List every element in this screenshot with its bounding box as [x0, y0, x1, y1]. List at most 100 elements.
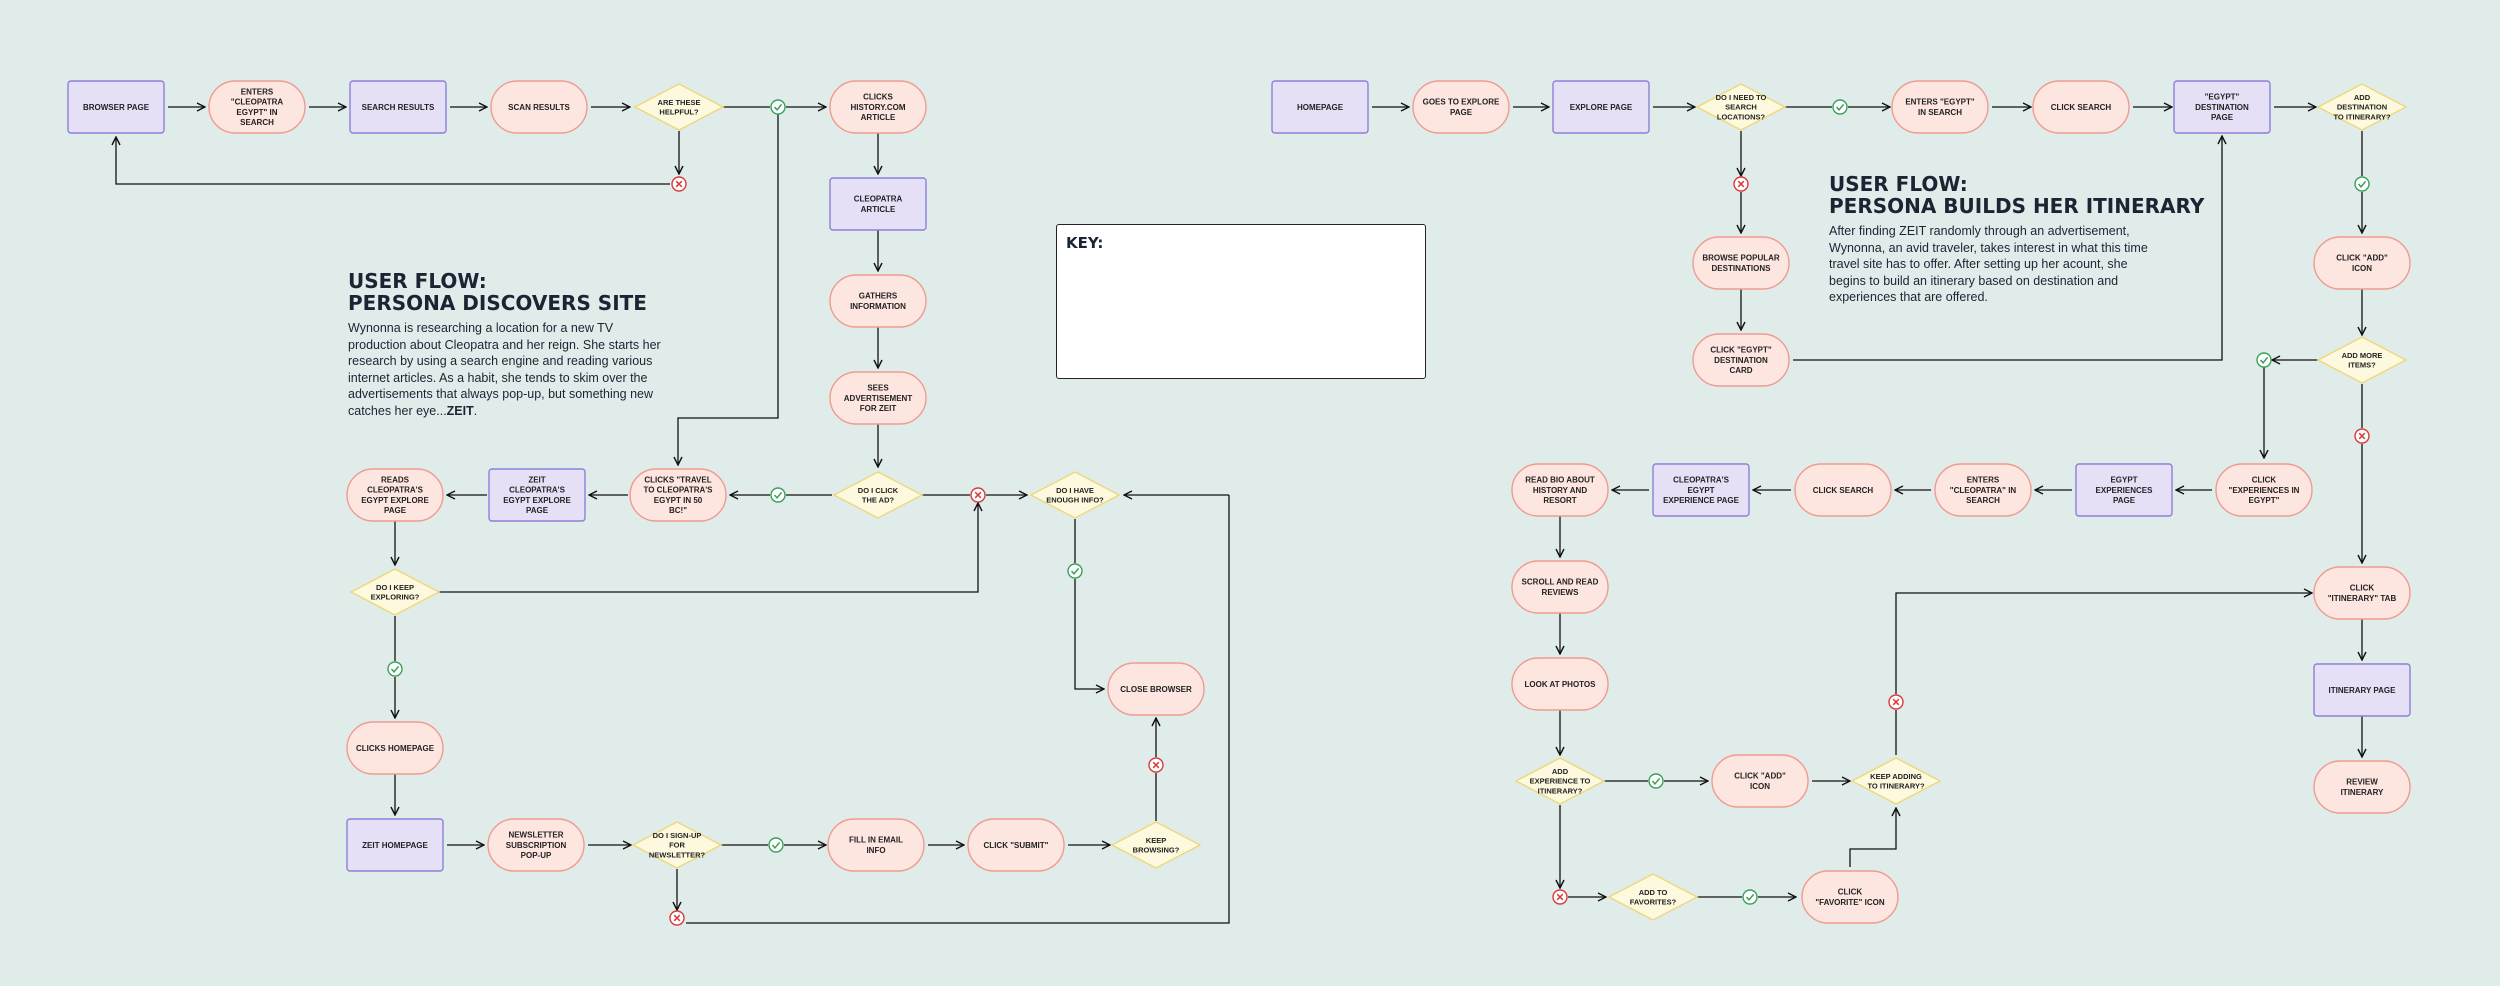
- node-label: CLICKS HOMEPAGE: [356, 744, 435, 753]
- interaction-shape: [346, 721, 444, 775]
- node-label: LOOK AT PHOTOS: [1525, 680, 1597, 689]
- discover-body-text: Wynonna is researching a location for a …: [348, 321, 661, 418]
- page-node-d16: ZEIT HOMEPAGE: [346, 818, 444, 872]
- discover-body-emphasis: ZEIT: [446, 403, 474, 418]
- interaction-shape: [1891, 80, 1989, 134]
- interaction-shape: [1711, 754, 1809, 808]
- decision-shape: [1695, 83, 1787, 131]
- itinerary-title-line-2: PERSONA BUILDS HER ITINERARY: [1829, 194, 2205, 218]
- interaction-shape: [829, 371, 927, 425]
- page-shape: [1271, 80, 1369, 134]
- page-shape: [349, 80, 447, 134]
- interaction-shape: [208, 80, 306, 134]
- yes-check-icon: [1067, 563, 1083, 579]
- connector: [1895, 593, 2312, 694]
- interaction-node-i26: CLICK"ITINERARY" TAB: [2313, 566, 2411, 620]
- key-legend: [1056, 224, 1426, 379]
- yes-check-icon: [768, 837, 784, 853]
- page-shape: [488, 468, 586, 522]
- interaction-shape: [490, 80, 588, 134]
- node-label: CLICK SEARCH: [2051, 103, 2112, 112]
- node-label: ITINERARY PAGE: [2329, 686, 2397, 695]
- node-label: HOMEPAGE: [1297, 103, 1344, 112]
- interaction-shape: [2215, 463, 2313, 517]
- interaction-shape: [829, 80, 927, 134]
- decision-shape: [633, 83, 725, 131]
- page-shape: [829, 177, 927, 231]
- node-label: SCAN RESULTS: [508, 103, 570, 112]
- itinerary-description: After finding ZEIT randomly through an a…: [1829, 224, 2148, 304]
- no-x-icon: [669, 910, 685, 926]
- node-label: ENTERS "EGYPT"IN SEARCH: [1905, 98, 1975, 117]
- interaction-shape: [487, 818, 585, 872]
- page-node-d1: BROWSER PAGE: [67, 80, 165, 134]
- no-x-icon: [1733, 176, 1749, 192]
- decision-shape: [1110, 821, 1202, 869]
- no-x-icon: [1888, 694, 1904, 710]
- yes-check-icon: [770, 487, 786, 503]
- page-shape: [67, 80, 165, 134]
- decision-shape: [349, 568, 441, 616]
- discover-body-end: .: [473, 403, 478, 418]
- node-label: CLOSE BROWSER: [1120, 685, 1192, 694]
- interaction-shape: [1511, 657, 1609, 711]
- interaction-node-i22: CLICK "ADD"ICON: [1711, 754, 1809, 808]
- interaction-shape: [829, 274, 927, 328]
- connector: [1074, 579, 1104, 689]
- interaction-shape: [1511, 560, 1609, 614]
- node-label: SEARCH RESULTS: [362, 103, 435, 112]
- node-label: CLICK"FAVORITE" ICON: [1815, 888, 1884, 907]
- interaction-shape: [2313, 760, 2411, 814]
- node-label: CLICK SEARCH: [1813, 486, 1874, 495]
- interaction-shape: [2313, 566, 2411, 620]
- page-shape: [1552, 80, 1650, 134]
- discover-title-line-1: USER FLOW:: [348, 269, 487, 293]
- interaction-node-i16: CLICK SEARCH: [1794, 463, 1892, 517]
- interaction-node-i25: CLICK"FAVORITE" ICON: [1801, 870, 1899, 924]
- page-shape: [346, 818, 444, 872]
- interaction-node-i11: CLICK "ADD"ICON: [2313, 236, 2411, 290]
- interaction-shape: [629, 468, 727, 522]
- decision-shape: [2316, 83, 2408, 131]
- page-node-i1: HOMEPAGE: [1271, 80, 1369, 134]
- decision-shape: [1607, 873, 1699, 921]
- interaction-shape: [1412, 80, 1510, 134]
- interaction-shape: [1692, 333, 1790, 387]
- interaction-shape: [1934, 463, 2032, 517]
- interaction-shape: [2313, 236, 2411, 290]
